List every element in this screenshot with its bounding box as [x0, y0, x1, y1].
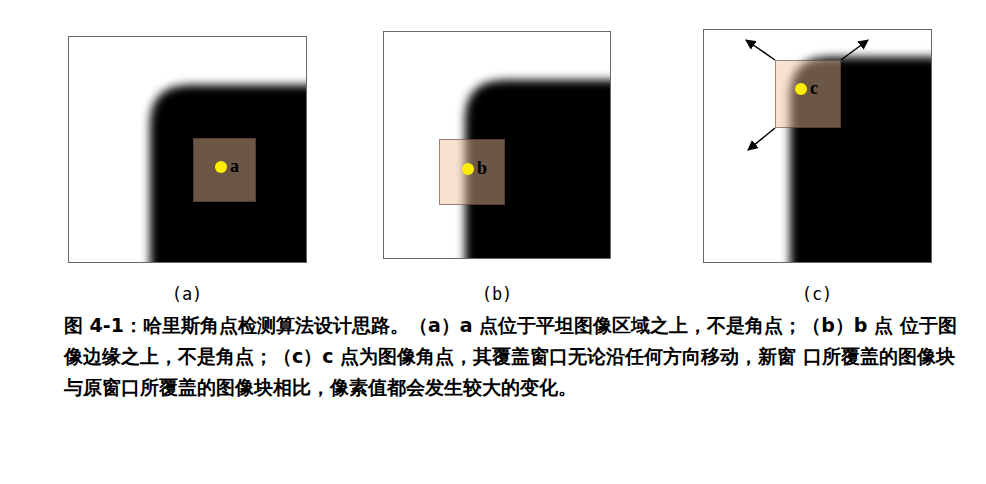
image-panel: [68, 36, 306, 262]
figure-caption: 图 4-1：哈里斯角点检测算法设计思路。（a）a 点位于平坦图像区域之上，不是角…: [64, 310, 964, 403]
yellow-dot: [462, 163, 474, 175]
panel-label: (a): [172, 286, 203, 303]
sliding-window: b: [439, 139, 505, 205]
point-label: a: [230, 157, 239, 175]
panel-border: [704, 30, 932, 263]
panel-label: (b): [482, 286, 513, 303]
image-panel: [383, 31, 610, 258]
point-label: c: [810, 79, 818, 97]
panel-border: [69, 37, 307, 263]
panel-label: (c): [802, 286, 833, 303]
image-panel: [703, 29, 931, 262]
yellow-dot: [215, 161, 227, 173]
sliding-window: c: [775, 60, 841, 128]
yellow-dot: [795, 83, 807, 95]
point-label: b: [477, 159, 487, 177]
sliding-window: a: [193, 138, 256, 202]
panel-border: [384, 32, 611, 259]
motion-arrows: [746, 40, 868, 150]
